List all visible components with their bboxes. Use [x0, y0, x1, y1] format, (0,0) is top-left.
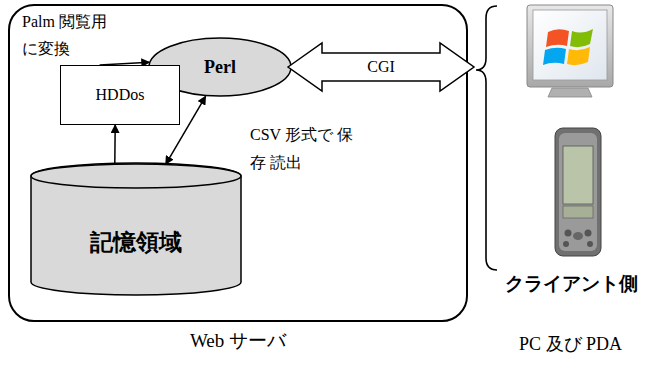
shape-outline [30, 163, 242, 295]
region-heading: Web サーバ [10, 328, 466, 354]
node-label: HDDos [96, 86, 145, 104]
client-devices-label: PC 及び PDA [519, 332, 622, 356]
connector-arrow [100, 62, 150, 65]
connector-arrow [114, 125, 116, 164]
client-side-label: クライアント側 [505, 271, 638, 297]
pc-monitor-icon [527, 5, 613, 97]
node-label: Perl [204, 57, 236, 78]
client-bracket [476, 6, 497, 270]
edge-label: Palm 閲覧用 に変換 [22, 8, 114, 62]
hddos-box: HDDos [60, 65, 180, 125]
node-label: 記憶領域 [90, 227, 182, 258]
node-label: CGI [367, 58, 395, 76]
storage-cylinder-body [31, 163, 241, 295]
cgi-arrow-outline [288, 43, 474, 91]
hddos-box-outline [61, 66, 180, 125]
pda-icon [555, 128, 601, 256]
storage-cylinder-top [31, 164, 241, 188]
storage-cylinder: 記憶領域 [30, 163, 242, 295]
web-server-region: Web サーバPerlHDDos記憶領域 [8, 4, 468, 322]
edge-label: CSV 形式で 保存 読出 [250, 121, 354, 177]
cgi-arrow: CGI [288, 43, 474, 91]
